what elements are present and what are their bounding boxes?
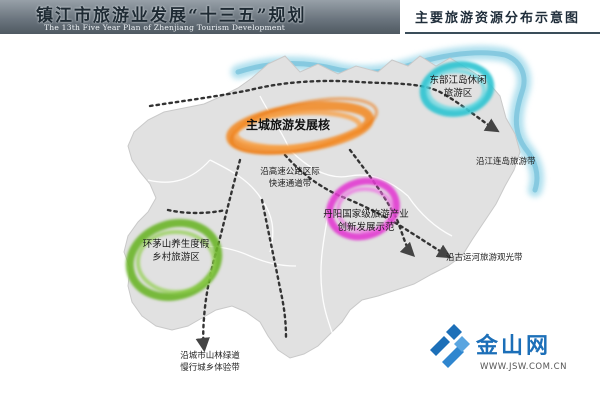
main-city-core-label: 主城旅游发展核 — [246, 118, 331, 132]
maoshan-zone-label-line2: 乡村旅游区 — [152, 252, 200, 263]
mountain-belt-label: 沿城市山林绿道 慢行城乡体验带 — [168, 350, 252, 374]
title-banner: 镇江市旅游业发展“十三五”规划 The 13th Five Year Plan … — [0, 0, 400, 34]
west-belt-line — [166, 208, 228, 215]
header-bar: 镇江市旅游业发展“十三五”规划 The 13th Five Year Plan … — [0, 0, 600, 34]
river-channel — [235, 50, 540, 193]
header-divider — [400, 0, 405, 34]
district-boundaries — [147, 95, 453, 339]
riverside-belt-label: 沿江连岛旅游带 — [476, 157, 536, 167]
danyang-zone-label-line2: 创新发展示范 — [337, 222, 395, 233]
east-zone-label: 东部江岛休闲 旅游区 — [428, 74, 488, 100]
jinshan-logo-url: WWW.JSW.COM.CN — [480, 362, 567, 372]
map-title-box: 主要旅游资源分布示意图 — [405, 0, 600, 34]
south-belt-line — [260, 198, 288, 340]
maoshan-zone-label-line1: 环茅山养生度假 — [142, 239, 210, 250]
riverside-belt-line — [148, 79, 500, 133]
map-title: 主要旅游资源分布示意图 — [415, 11, 581, 26]
danyang-zone-label: 丹阳国家级旅游产业 创新发展示范 — [318, 208, 414, 234]
maoshan-zone-label: 环茅山养生度假 乡村旅游区 — [136, 238, 216, 264]
highway-belt-line — [283, 153, 452, 259]
danyang-zone-label-line1: 丹阳国家级旅游产业 — [323, 209, 409, 220]
plan-subtitle: The 13th Five Year Plan of Zhenjiang Tou… — [44, 23, 285, 32]
east-zone-label-line1: 东部江岛休闲 — [429, 75, 487, 86]
canal-belt-line — [348, 148, 416, 258]
highway-belt-label-line1: 沿高速公路区际 — [260, 167, 320, 177]
danyang-zone-ring — [326, 177, 400, 241]
east-zone-ring — [419, 61, 495, 117]
jinshan-logo-icon — [430, 324, 470, 368]
highway-belt-label-line2: 快速通道带 — [268, 179, 312, 189]
jinshan-logo: 金山网 WWW.JSW.COM.CN — [424, 322, 574, 384]
map-canvas — [123, 45, 544, 359]
highway-belt-label: 沿高速公路区际 快速通道带 — [250, 166, 330, 190]
maoshan-zone-ring — [125, 219, 223, 301]
east-zone-label-line2: 旅游区 — [443, 88, 473, 99]
mountain-belt-label-line1: 沿城市山林绿道 — [180, 351, 240, 361]
jinshan-logo-name: 金山网 — [476, 334, 552, 359]
main-city-core-ring — [226, 97, 379, 155]
plan-title: 镇江市旅游业发展“十三五”规划 — [36, 6, 307, 26]
canal-belt-label: 沿古运河旅游观光带 — [446, 253, 523, 263]
mountain-belt-label-line2: 慢行城乡体验带 — [180, 363, 240, 373]
zhenjiang-land — [123, 55, 521, 359]
